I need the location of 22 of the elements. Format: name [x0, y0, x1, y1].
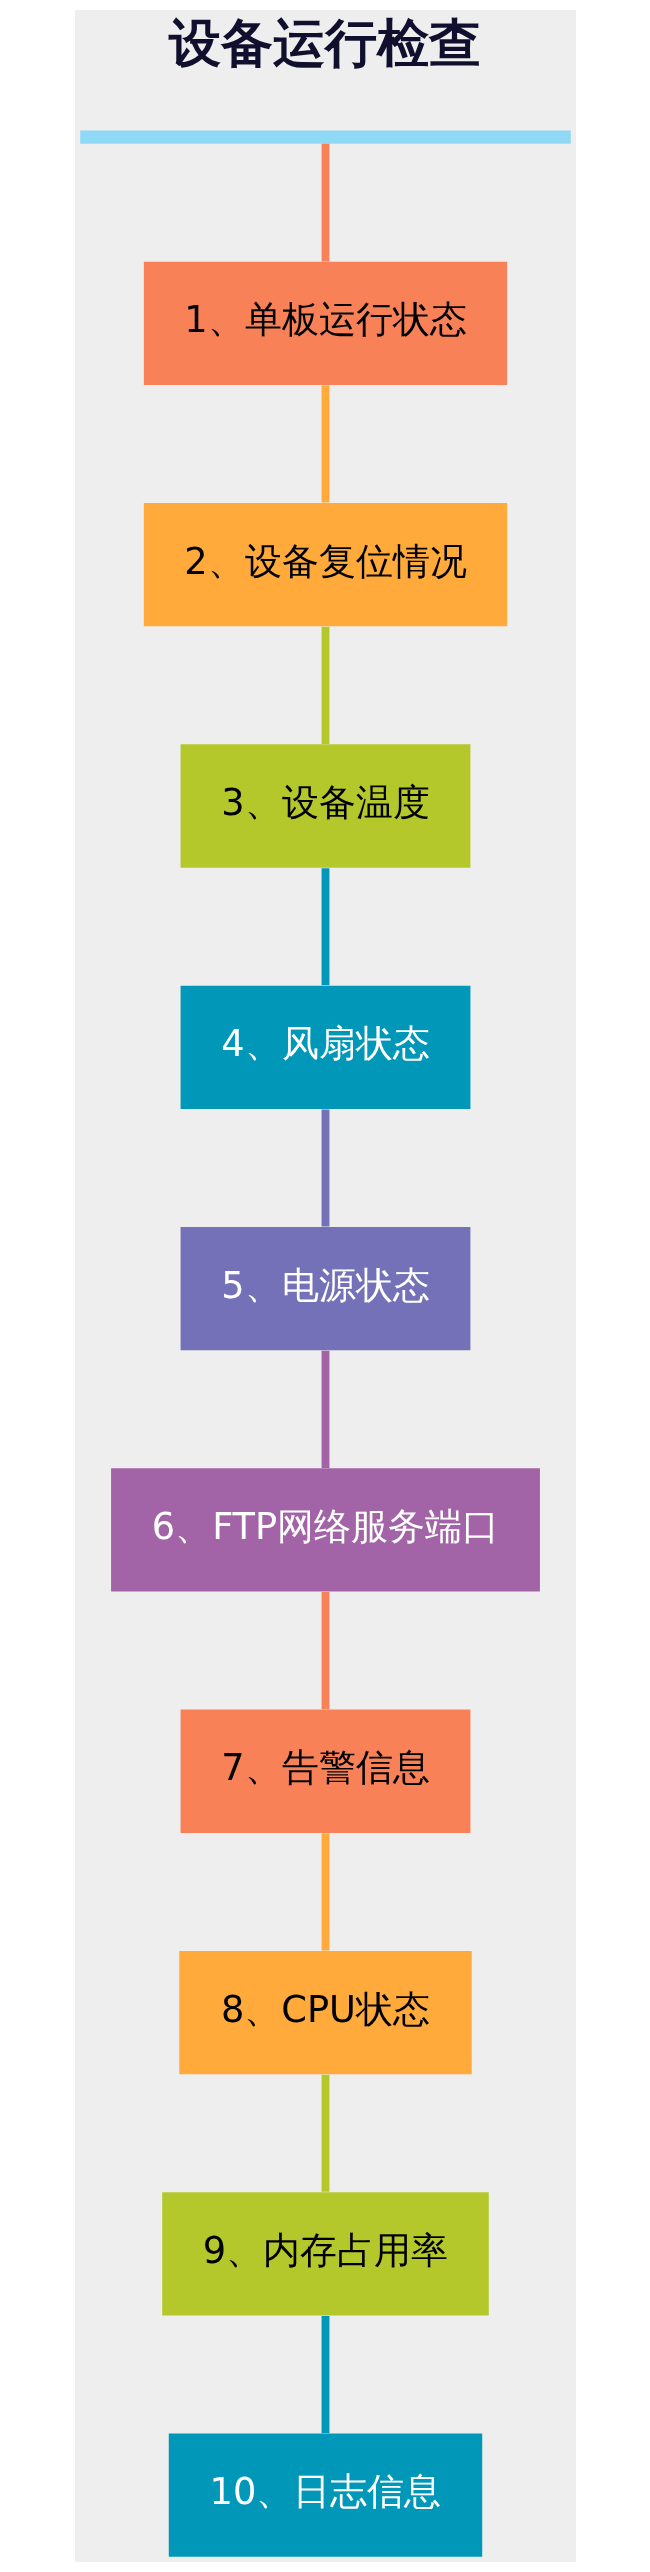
connector	[321, 385, 329, 503]
connector	[321, 1592, 329, 1710]
connector	[321, 143, 329, 262]
node-box: 3、设备温度	[180, 744, 470, 868]
node-box: 4、风扇状态	[180, 985, 470, 1109]
node-box: 6、FTP网络服务端口	[110, 1468, 540, 1592]
connector	[321, 626, 329, 744]
node-box: 9、内存占用率	[161, 2192, 489, 2316]
node-box: 2、设备复位情况	[143, 503, 507, 627]
node-box: 10、日志信息	[168, 2433, 482, 2557]
node-box: 8、CPU状态	[178, 1950, 472, 2075]
connector	[321, 2316, 329, 2434]
node-box: 7、告警信息	[180, 1709, 470, 1833]
node-box: 1、单板运行状态	[143, 261, 507, 385]
connector	[321, 868, 329, 986]
connector	[321, 1350, 329, 1468]
diagram-title: 设备运行检查	[168, 12, 481, 74]
connector	[321, 1833, 329, 1951]
connector	[321, 2074, 329, 2192]
node-box: 5、电源状态	[180, 1227, 470, 1351]
connector	[321, 1109, 329, 1227]
node-bar	[79, 130, 571, 144]
